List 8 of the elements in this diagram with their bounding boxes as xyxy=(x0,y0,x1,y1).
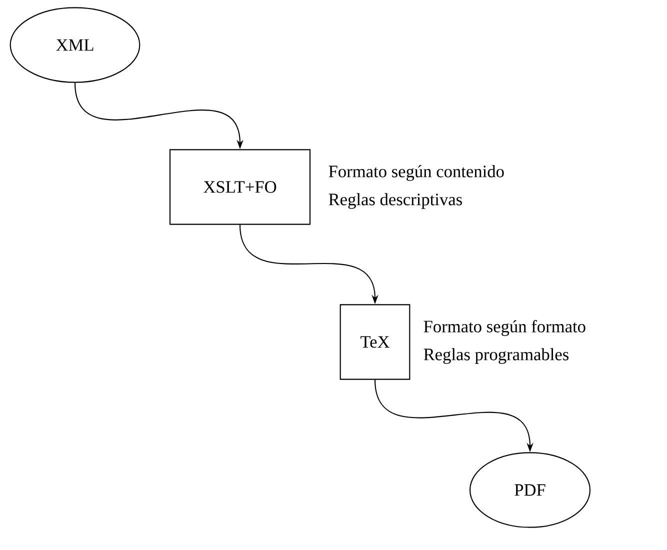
side-note: Reglas descriptivas xyxy=(328,193,462,209)
side-note: Formato según contenido xyxy=(328,165,504,181)
ellipse-node: PDF xyxy=(469,452,591,528)
ellipse-node: XML xyxy=(10,7,140,83)
process-box: TeX xyxy=(340,304,410,380)
side-note: Formato según formato xyxy=(424,320,586,336)
side-note: Reglas programables xyxy=(424,348,569,364)
process-box: XSLT+FO xyxy=(169,149,311,225)
